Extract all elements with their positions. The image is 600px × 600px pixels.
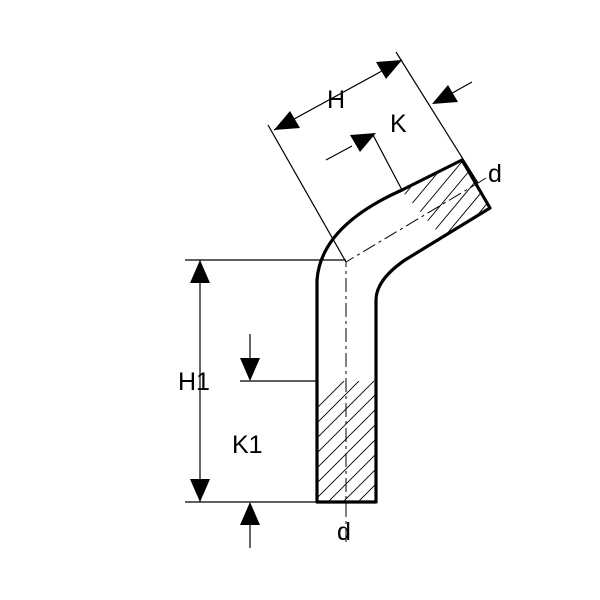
label-d-bottom: d — [337, 518, 351, 546]
label-k1: K1 — [232, 431, 263, 459]
h-extension-right — [395, 51, 479, 184]
label-h1: H1 — [178, 368, 210, 396]
k-arrow-left-shaft — [325, 145, 353, 161]
top-axis-extension — [477, 177, 487, 184]
h-dimension-line — [273, 59, 403, 131]
label-k: K — [390, 110, 407, 138]
h-arrow-left-icon — [274, 111, 300, 130]
k-arrow-left-icon — [350, 133, 376, 152]
label-d-top: d — [488, 160, 502, 188]
label-h: H — [327, 86, 345, 114]
k-arrow-right-icon — [432, 85, 458, 104]
hatch-top-section — [401, 160, 490, 238]
k1-arrow-down-icon — [240, 358, 260, 381]
k1-arrow-up-icon — [240, 502, 260, 525]
hatch-bottom-section — [317, 381, 376, 502]
k-extension-line — [372, 134, 403, 191]
pipe-centre-axis — [345, 182, 479, 542]
h1-arrow-top-icon — [190, 260, 210, 283]
pipe-bend-outline — [315, 158, 492, 504]
h-extension-left — [267, 124, 347, 263]
h1-arrow-bottom-icon — [190, 479, 210, 502]
h-arrow-right-icon — [376, 60, 402, 79]
